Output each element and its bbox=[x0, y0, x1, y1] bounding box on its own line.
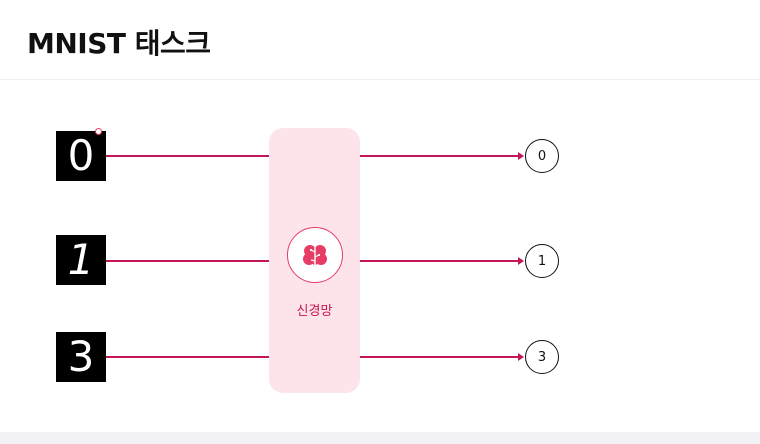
input-digit-glyph: 1 bbox=[67, 235, 95, 284]
diagram-canvas: 0 1 3 신경망 0 1 3 bbox=[0, 80, 760, 432]
input-connector-line bbox=[106, 260, 269, 262]
selection-marker bbox=[95, 128, 102, 135]
input-digit-image-1: 1 bbox=[56, 235, 106, 285]
output-node-label: 3 bbox=[537, 349, 547, 365]
input-digit-glyph: 3 bbox=[67, 332, 95, 381]
output-node-1: 1 bbox=[525, 244, 559, 278]
output-connector-line bbox=[360, 356, 520, 358]
page-header: MNIST 태스크 bbox=[0, 0, 760, 80]
output-node-0: 0 bbox=[525, 139, 559, 173]
output-node-label: 1 bbox=[537, 253, 547, 269]
page-title: MNIST 태스크 bbox=[27, 27, 211, 60]
output-connector-line bbox=[360, 260, 520, 262]
input-digit-glyph: 0 bbox=[67, 131, 95, 180]
footer-strip bbox=[0, 432, 760, 444]
input-connector-line bbox=[106, 356, 269, 358]
input-digit-image-0: 0 bbox=[56, 131, 106, 181]
input-connector-line bbox=[106, 155, 269, 157]
arrowhead-icon bbox=[518, 152, 524, 160]
output-connector-line bbox=[360, 155, 520, 157]
arrowhead-icon bbox=[518, 353, 524, 361]
arrowhead-icon bbox=[518, 257, 524, 265]
brain-icon bbox=[303, 245, 327, 266]
output-node-3: 3 bbox=[525, 340, 559, 374]
output-node-label: 0 bbox=[537, 148, 547, 164]
neural-network-icon-badge bbox=[287, 227, 343, 283]
input-digit-image-3: 3 bbox=[56, 332, 106, 382]
neural-network-label: 신경망 bbox=[296, 304, 333, 319]
